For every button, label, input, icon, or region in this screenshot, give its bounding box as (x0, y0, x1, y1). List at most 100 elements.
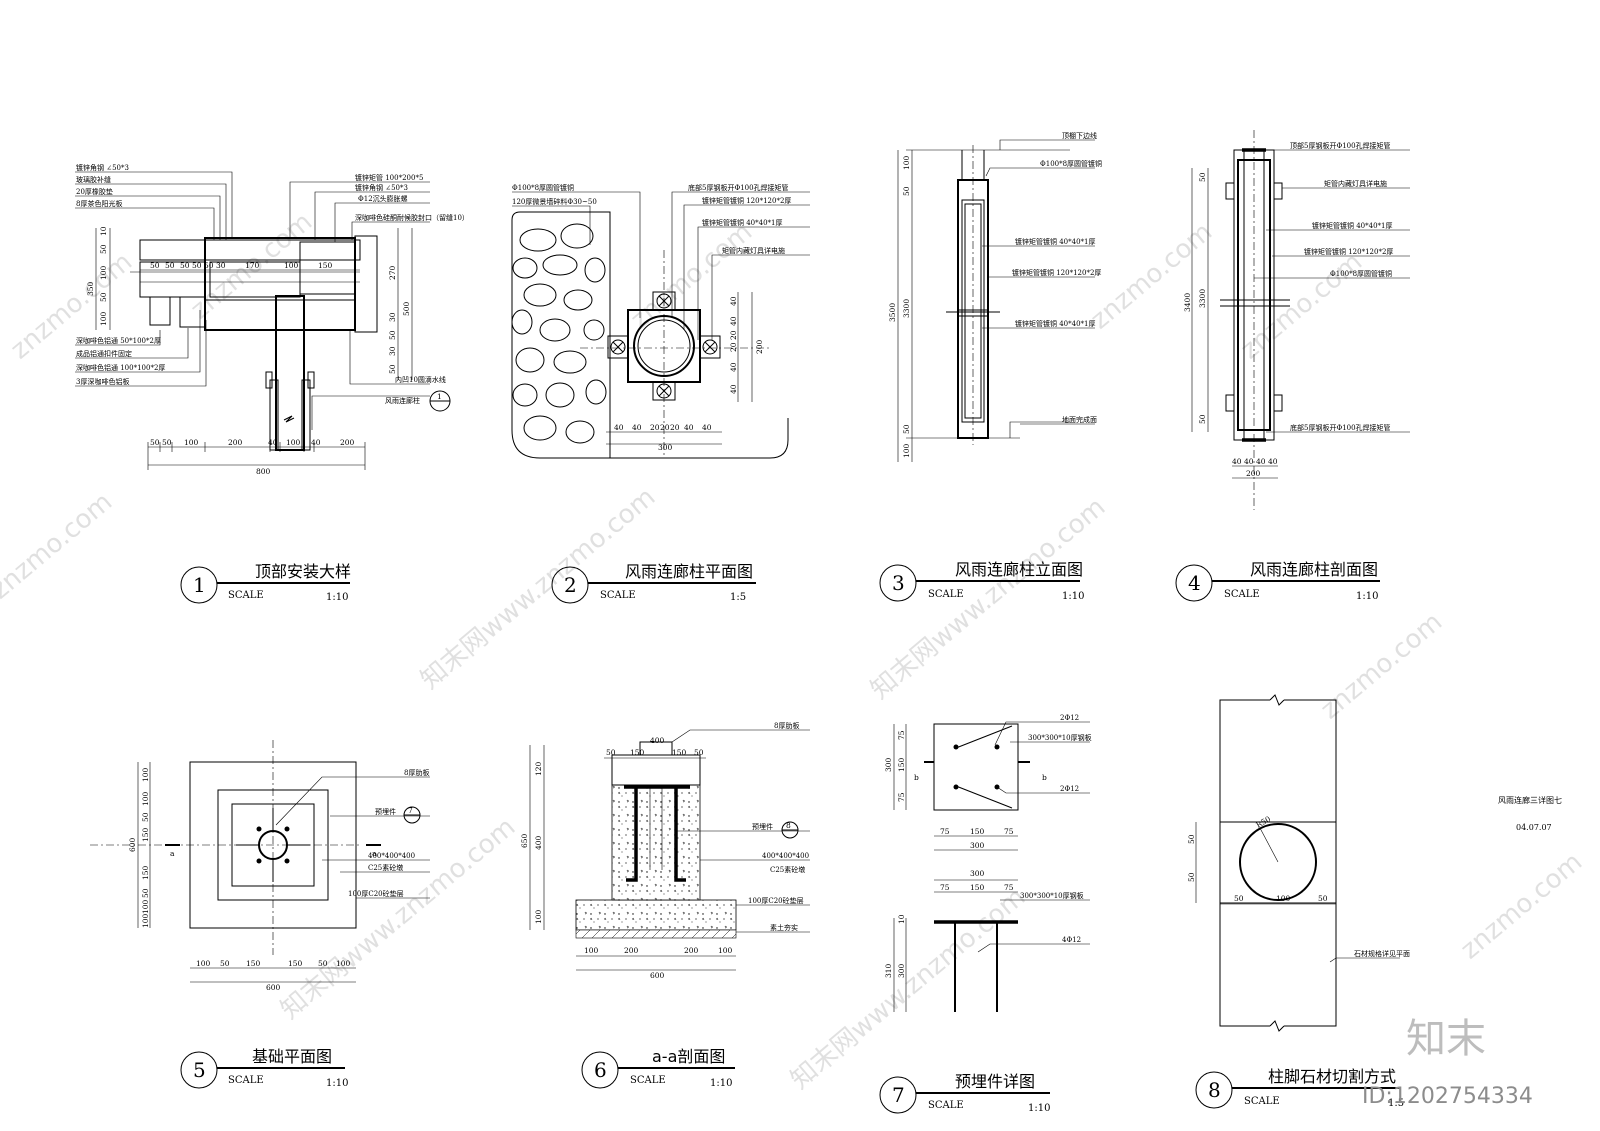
drawing-label: 40 (268, 438, 278, 447)
drawing-label: 1:5 (730, 592, 746, 603)
drawing-7: b b 2Φ12 300*300*10厚钢板 2Φ12 300*300*10厚钢… (884, 714, 1092, 1012)
drawing-label: 50 (180, 261, 190, 270)
drawing-label: 50 (388, 330, 397, 340)
drawing-label: 预埋件 (375, 807, 396, 816)
drawing-label: 40 (702, 423, 712, 432)
drawing-label: 1:5 (1388, 1098, 1404, 1109)
drawing-label: 8厚茶色阳光板 (76, 199, 122, 208)
drawing-label: 50 (99, 292, 108, 302)
drawing-label: 深咖啡色硅酮耐候胶封口（留缝10） (355, 213, 469, 222)
drawing-label: 30 (388, 346, 397, 356)
drawing-label: 150 (970, 827, 985, 836)
drawing-label: 石材规格详见平面 (1354, 949, 1410, 958)
drawing-label: SCALE (630, 1075, 666, 1086)
drawing-label: 100 (99, 265, 108, 280)
drawing-label: 100 (336, 959, 351, 968)
drawing-label: 100 (184, 438, 199, 447)
drawing-label: Φ100*8厚圆管镀铜 (512, 183, 574, 192)
title-block-6: 6 a-a剖面图 SCALE 1:10 (581, 1047, 735, 1089)
drawing-label: 40 (729, 296, 738, 306)
drawing-label: 镀锌矩管镀铜 40*40*1厚 (1312, 221, 1393, 230)
drawing-label: 150 (630, 748, 645, 757)
drawing-label: 50 (318, 959, 328, 968)
drawing-label: 50 (165, 261, 175, 270)
drawing-label: 40 (632, 423, 642, 432)
drawing-label: 150 (318, 261, 333, 270)
drawing-label: 50 (220, 959, 230, 968)
watermark: znzmo.com (5, 247, 138, 365)
watermark: znzmo.com (1085, 217, 1218, 335)
drawing-label: 1 (193, 573, 206, 597)
drawing-label: 10 (99, 226, 108, 236)
drawing-label: 600 (650, 971, 665, 980)
drawing-label: 100厚C20砼垫层 (748, 896, 804, 905)
cushion-layer (575, 899, 737, 931)
drawing-label: 150 (141, 827, 150, 842)
drawing-label: 50 (141, 888, 150, 898)
column (275, 295, 305, 451)
drawing-label: 20 (650, 423, 660, 432)
cut-circle (1239, 823, 1317, 901)
drawing-label: 30 (216, 261, 226, 270)
drawing-label: 40 (729, 316, 738, 326)
drawing-label: 100 (1276, 894, 1291, 903)
watermark: znzmo.com (1315, 607, 1448, 725)
drawing-label: 350 (86, 281, 95, 296)
drawing-label: 预埋件 (752, 822, 773, 831)
drawing-label: 5 (193, 1058, 206, 1082)
watermark: 知末网www.znzmo.com (275, 812, 521, 1025)
drawing-label: 300*300*10厚钢板 (1020, 891, 1084, 900)
drawing-label: 400 (534, 835, 543, 850)
drawing-label: 300 (884, 757, 893, 772)
drawing-label: 50 (1198, 414, 1207, 424)
drawing-label: 底部5厚钢板开Φ100孔焊接矩管 (688, 183, 789, 192)
drawing-label: 200 (624, 946, 639, 955)
drawing-label: 310 (884, 963, 893, 978)
drawing-label: 40 (311, 438, 321, 447)
drawing-label: a-a剖面图 (652, 1047, 725, 1066)
drawing-label: 10 (897, 914, 906, 924)
title-block-5: 5 基础平面图 SCALE 1:10 (180, 1047, 348, 1089)
drawing-label: 200 (340, 438, 355, 447)
steel-plate-plan (933, 723, 1019, 811)
drawing-label: 4Φ12 (1062, 936, 1081, 944)
drawing-label: 75 (897, 730, 906, 740)
drawing-label: Φ12沉头膨胀螺 (358, 194, 408, 203)
drawing-label: 镀锌角钢 ∠50*3 (355, 183, 408, 192)
drawing-label: 600 (128, 837, 137, 852)
drawing-label: 100 (141, 767, 150, 782)
drawing-label: 3300 (902, 299, 911, 318)
drawing-label: 7 (408, 806, 413, 815)
drawing-label: 300 (970, 869, 985, 878)
concrete-pier (611, 784, 701, 901)
drawing-label: 50 (141, 812, 150, 822)
drawing-label: 风雨连廊柱剖面图 (1250, 560, 1378, 579)
drawing-label: C25素砼墩 (770, 865, 805, 874)
drawing-label: 400 (650, 736, 665, 745)
watermark-layer: znzmo.com znzmo.com znzmo.com znzmo.com … (0, 207, 1588, 1095)
drawing-label: 风雨连廊柱立面图 (955, 560, 1083, 579)
drawing-label: 100 (99, 311, 108, 326)
drawing-label: 1:10 (1028, 1103, 1050, 1114)
drawing-label: 50 (1198, 172, 1207, 182)
drawing-label: Φ100*8厚圆管镀铜 (1330, 269, 1392, 278)
drawing-label: SCALE (228, 1075, 264, 1086)
drawing-label: 4 (1188, 571, 1201, 595)
drawing-label: 100 (584, 946, 599, 955)
drawing-label: 50 (150, 261, 160, 270)
drawing-label: 30 (388, 312, 397, 322)
drawing-label: 20 (729, 342, 738, 352)
drawing-label: 500 (402, 301, 411, 316)
drawing-label: 170 (245, 261, 260, 270)
drawing-label: 600 (266, 983, 281, 992)
drawing-label: 镀锌矩管镀铜 40*40*1厚 (702, 218, 783, 227)
drawing-label: a (372, 849, 377, 858)
drawing-label: 6 (594, 1058, 607, 1082)
drawing-label: 270 (388, 265, 397, 280)
drawing-label: 50 (1187, 834, 1196, 844)
drawing-label: SCALE (228, 590, 264, 601)
watermark: znzmo.com (0, 487, 118, 605)
drawing-label: 镀锌矩管镀铜 120*120*2厚 (1012, 268, 1101, 277)
drawing-label: 50 (150, 438, 160, 447)
drawing-label: 300*300*10厚钢板 (1028, 733, 1092, 742)
